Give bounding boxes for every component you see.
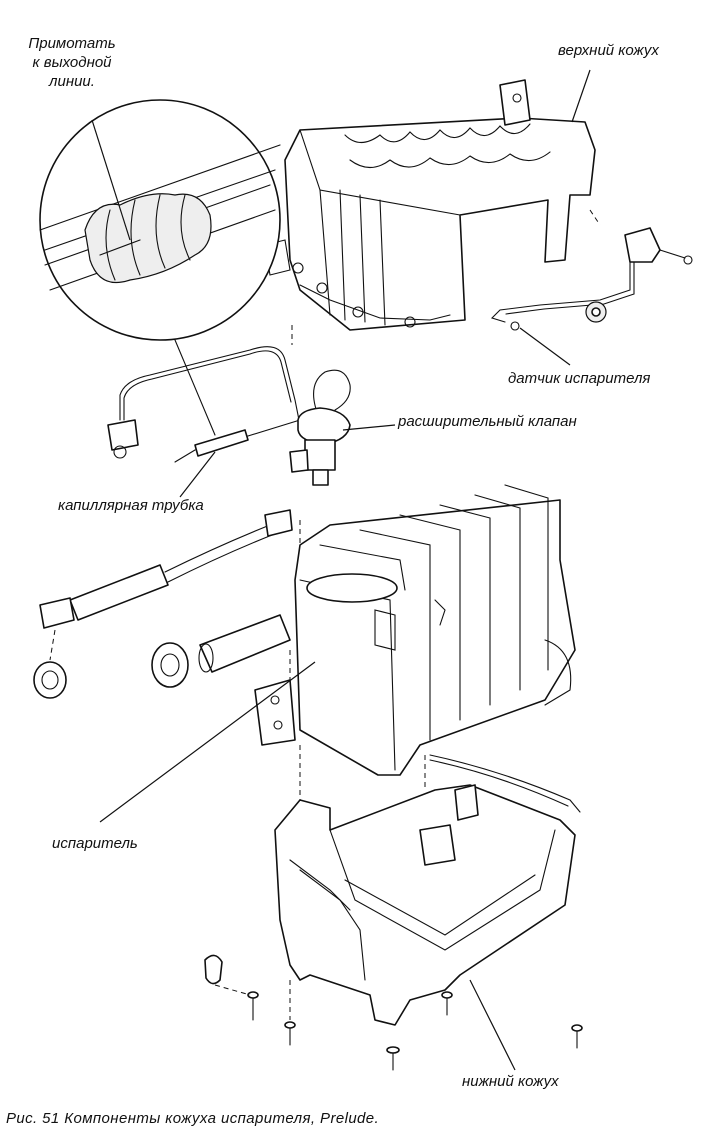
- assembly-lines: [49, 209, 601, 1020]
- tape-note-line-1: Примотать: [28, 35, 116, 52]
- hose-fittings-drawing: [33, 509, 296, 746]
- figure-caption: Рис. 51 Компоненты кожуха испарителя, Pr…: [6, 1110, 380, 1127]
- tape-note: Примотать к выходной линии.: [12, 34, 132, 91]
- tape-note-line-2: к выходной: [32, 54, 112, 71]
- screws-drawing: [204, 954, 583, 1071]
- evaporator-sensor-drawing: [490, 227, 693, 331]
- tape-note-line-3: линии.: [49, 73, 95, 90]
- expansion-valve-label: расширительный клапан: [398, 413, 577, 430]
- lower-case-label: нижний кожух: [462, 1073, 559, 1090]
- sensor-label: датчик испарителя: [508, 370, 651, 387]
- lower-case-drawing: [274, 754, 581, 1026]
- upper-case-label: верхний кожух: [558, 42, 659, 59]
- leader-lines: [91, 69, 591, 1071]
- evaporator-drawing: [294, 484, 576, 776]
- upper-case-drawing: [264, 79, 596, 331]
- expansion-valve-drawing: [107, 346, 351, 486]
- detail-magnifier: [39, 99, 281, 436]
- capillary-tube-label: капиллярная трубка: [58, 497, 204, 514]
- evaporator-label: испаритель: [52, 835, 138, 852]
